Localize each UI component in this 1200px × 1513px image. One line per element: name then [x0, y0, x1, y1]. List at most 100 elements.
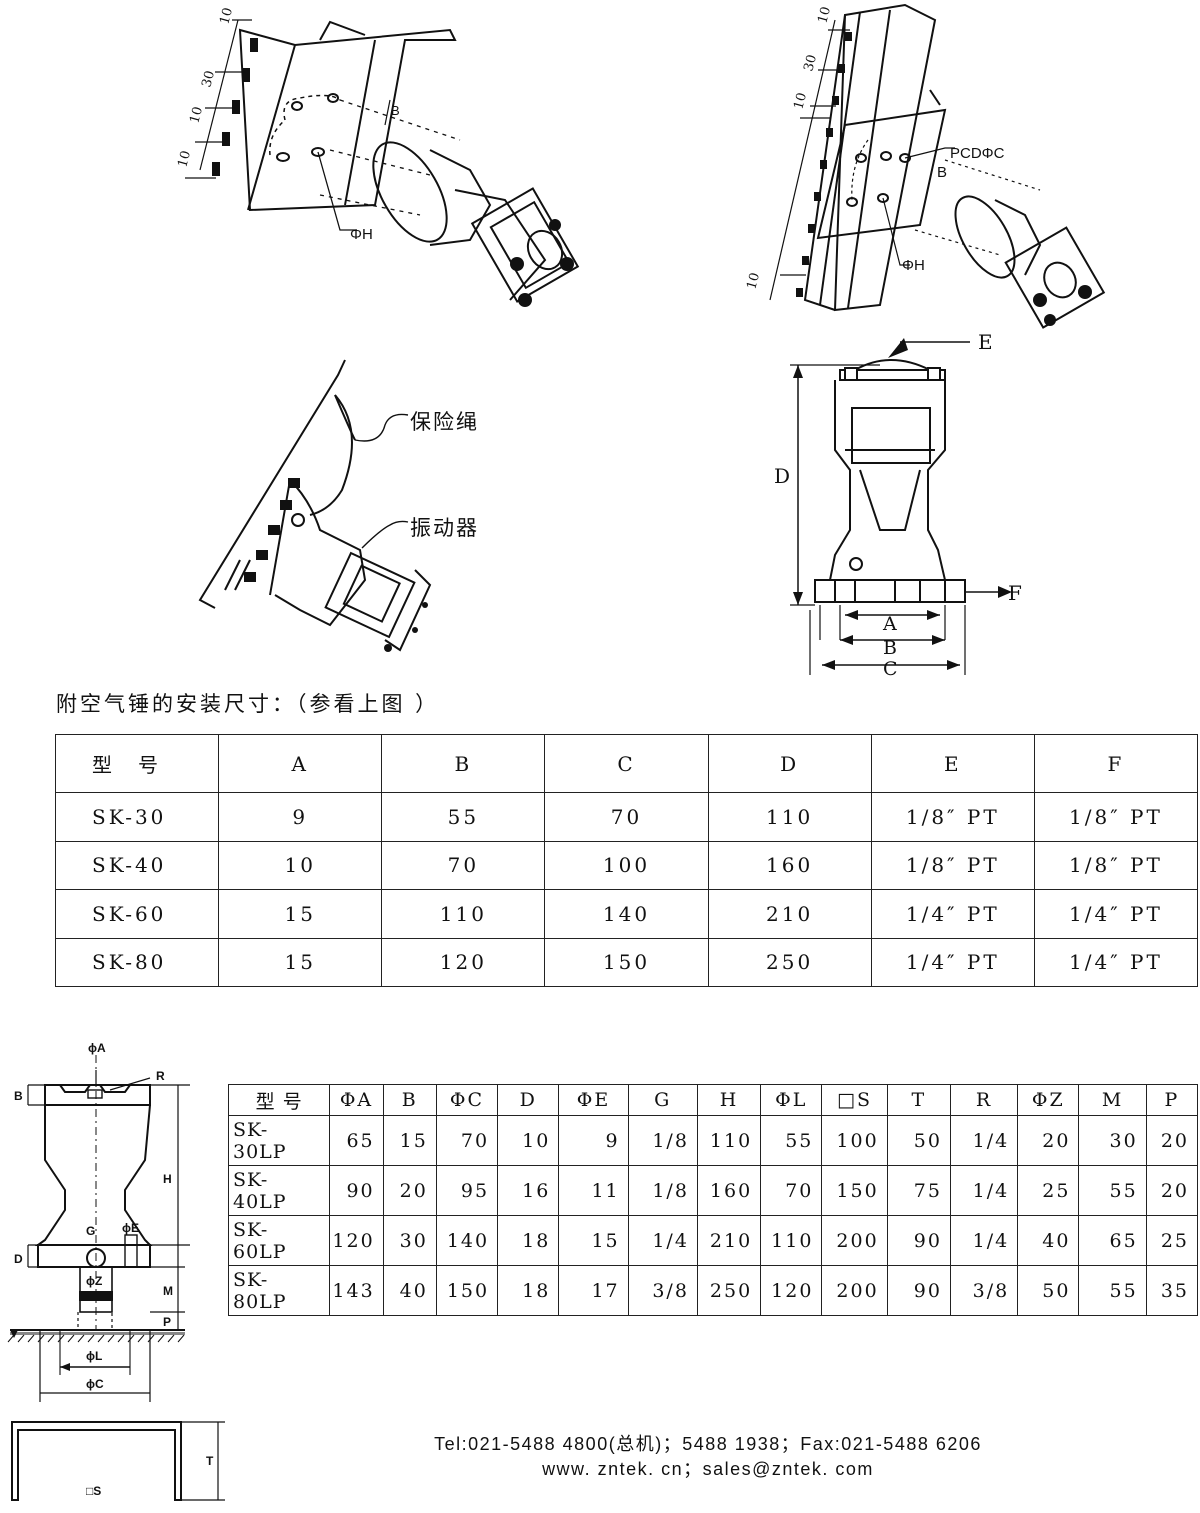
- cell: SK-80LP: [227, 1265, 331, 1316]
- lp-vibrator-drawing: ϕA R B H G ϕE D ϕZ M P ϕL ϕC T □S: [7, 1041, 225, 1501]
- cell: 70: [381, 840, 546, 891]
- cell: 15: [218, 889, 383, 939]
- lp-dimension-table: 型 号 ΦA B ΦC D ΦE G H ΦL □S T R ΦZ M P SK…: [227, 1083, 1199, 1316]
- cell: 150: [435, 1265, 499, 1316]
- top-left-dim-1: 10: [217, 6, 236, 26]
- header-model: 型 号: [54, 733, 220, 794]
- header-h: H: [696, 1083, 762, 1117]
- cell: 70: [435, 1115, 499, 1167]
- table-header-row: 型 号 ΦA B ΦC D ΦE G H ΦL □S T R ΦZ M P: [227, 1083, 1199, 1117]
- cell: 1/8″ PT: [870, 792, 1035, 842]
- cell: 90: [886, 1215, 951, 1266]
- cell: 1/4: [949, 1115, 1019, 1167]
- dim-label-f: F: [1008, 581, 1022, 605]
- top-left-dim-2: 30: [199, 69, 218, 89]
- cell: 18: [497, 1215, 560, 1266]
- cell: 100: [544, 840, 709, 891]
- table1-caption: 附空气锤的安装尺寸：（参看上图 ）: [56, 692, 440, 716]
- cell: 20: [1017, 1115, 1080, 1167]
- top-right-label-h: ΦH: [902, 257, 925, 274]
- cell: 3/8: [949, 1265, 1019, 1316]
- cell: 70: [760, 1165, 823, 1217]
- lp-label-b: B: [14, 1089, 23, 1103]
- table-row: SK-80 15 120 150 250 1/4″ PT 1/4″ PT: [54, 937, 1199, 987]
- cell: 1/4″ PT: [870, 937, 1035, 987]
- cell: 1/8″ PT: [1033, 840, 1199, 891]
- cell: 25: [1145, 1215, 1199, 1266]
- top-right-dim-1: 10: [815, 5, 834, 25]
- cell: 35: [1145, 1265, 1199, 1316]
- cell: SK-60LP: [227, 1215, 331, 1266]
- header-phic: ΦC: [435, 1083, 499, 1117]
- cell: SK-30LP: [227, 1115, 331, 1167]
- lp-label-phie: ϕE: [122, 1221, 139, 1235]
- cell: SK-40LP: [227, 1165, 331, 1217]
- header-phie: ΦE: [558, 1083, 629, 1117]
- cell: 1/4″ PT: [870, 889, 1035, 939]
- table-row: SK-60LP 120 30 140 18 15 1/4 210 110 200…: [227, 1215, 1199, 1266]
- header-b: B: [381, 733, 546, 794]
- cell: 1/4: [627, 1215, 698, 1266]
- cell: 75: [886, 1165, 951, 1217]
- vibrator-dimension-drawing: E D F A B C: [774, 330, 1022, 680]
- cell: 200: [821, 1215, 888, 1266]
- cell: 30: [1078, 1115, 1147, 1167]
- header-phiz: ΦZ: [1017, 1083, 1080, 1117]
- table-header-row: 型 号 A B C D E F: [54, 733, 1199, 794]
- dim-label-d: D: [774, 464, 790, 488]
- cell: 100: [821, 1115, 888, 1167]
- cell: 150: [544, 937, 709, 987]
- cell: 120: [381, 937, 546, 987]
- header-b: B: [382, 1083, 437, 1117]
- dim-label-c: C: [883, 658, 898, 680]
- cell: 15: [218, 937, 383, 987]
- header-phia: ΦA: [329, 1083, 384, 1117]
- top-right-label-b: B: [937, 164, 947, 181]
- cell: 120: [329, 1215, 384, 1266]
- cell: 90: [886, 1265, 951, 1316]
- header-t: T: [886, 1083, 951, 1117]
- header-d: D: [497, 1083, 560, 1117]
- cell: 50: [886, 1115, 951, 1167]
- cell: 10: [218, 840, 383, 891]
- header-model: 型 号: [227, 1083, 331, 1117]
- cell: 1/4″ PT: [1033, 937, 1199, 987]
- cell: 55: [760, 1115, 823, 1167]
- cell: 9: [558, 1115, 629, 1167]
- cell: 110: [381, 889, 546, 939]
- table-row: SK-80LP 143 40 150 18 17 3/8 250 120 200…: [227, 1265, 1199, 1316]
- cell: 40: [382, 1265, 437, 1316]
- cell: 65: [1078, 1215, 1147, 1266]
- top-left-label-h: ΦH: [350, 226, 373, 243]
- cell: 120: [760, 1265, 823, 1316]
- cell: 1/4: [949, 1215, 1019, 1266]
- table-row: SK-30 9 55 70 110 1/8″ PT 1/8″ PT: [54, 792, 1199, 842]
- cell: 250: [707, 937, 872, 987]
- header-e: E: [870, 733, 1035, 794]
- cell: 65: [329, 1115, 384, 1167]
- top-right-dim-3: 10: [791, 91, 810, 111]
- header-p: P: [1145, 1083, 1199, 1117]
- header-c: C: [544, 733, 709, 794]
- header-phil: ΦL: [760, 1083, 823, 1117]
- lp-label-phil: ϕL: [86, 1349, 102, 1363]
- cell: 200: [821, 1265, 888, 1316]
- cell: 90: [329, 1165, 384, 1217]
- top-right-dim-2: 30: [801, 53, 820, 73]
- safety-rope-drawing: [198, 359, 432, 652]
- table-row: SK-60 15 110 140 210 1/4″ PT 1/4″ PT: [54, 889, 1199, 939]
- cell: 11: [558, 1165, 629, 1217]
- cell: 16: [497, 1165, 560, 1217]
- cell: 150: [821, 1165, 888, 1217]
- cell: SK-80: [54, 937, 220, 987]
- header-r: R: [949, 1083, 1019, 1117]
- lp-label-p: P: [163, 1315, 171, 1329]
- cell: 17: [558, 1265, 629, 1316]
- header-a: A: [218, 733, 383, 794]
- cell: 3/8: [627, 1265, 698, 1316]
- cell: 95: [435, 1165, 499, 1217]
- table-row: SK-30LP 65 15 70 10 9 1/8 110 55 100 50 …: [227, 1115, 1199, 1167]
- label-safety-rope: 保险绳: [410, 410, 479, 434]
- cell: 1/4: [949, 1165, 1019, 1217]
- cell: 110: [760, 1215, 823, 1266]
